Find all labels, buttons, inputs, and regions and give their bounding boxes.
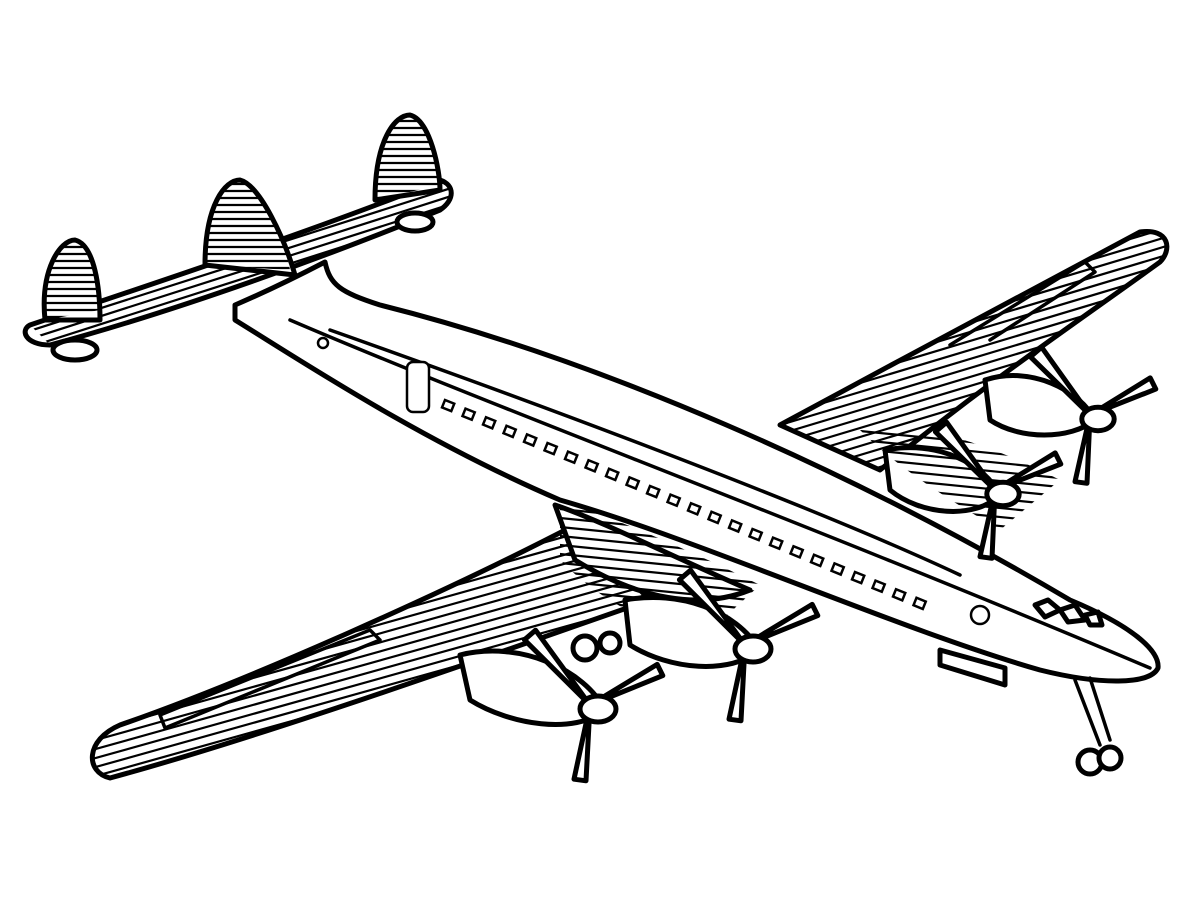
propeller [1027, 344, 1159, 486]
nose-landing-gear [1073, 676, 1124, 777]
door [405, 360, 431, 414]
propeller [676, 567, 821, 724]
belly-hatch [937, 647, 1008, 688]
cabin-windows [440, 398, 928, 611]
propeller [932, 419, 1064, 561]
main-landing-gear [570, 630, 623, 663]
fuselage [232, 259, 1161, 688]
propeller [521, 627, 666, 784]
right-wing [777, 229, 1170, 473]
